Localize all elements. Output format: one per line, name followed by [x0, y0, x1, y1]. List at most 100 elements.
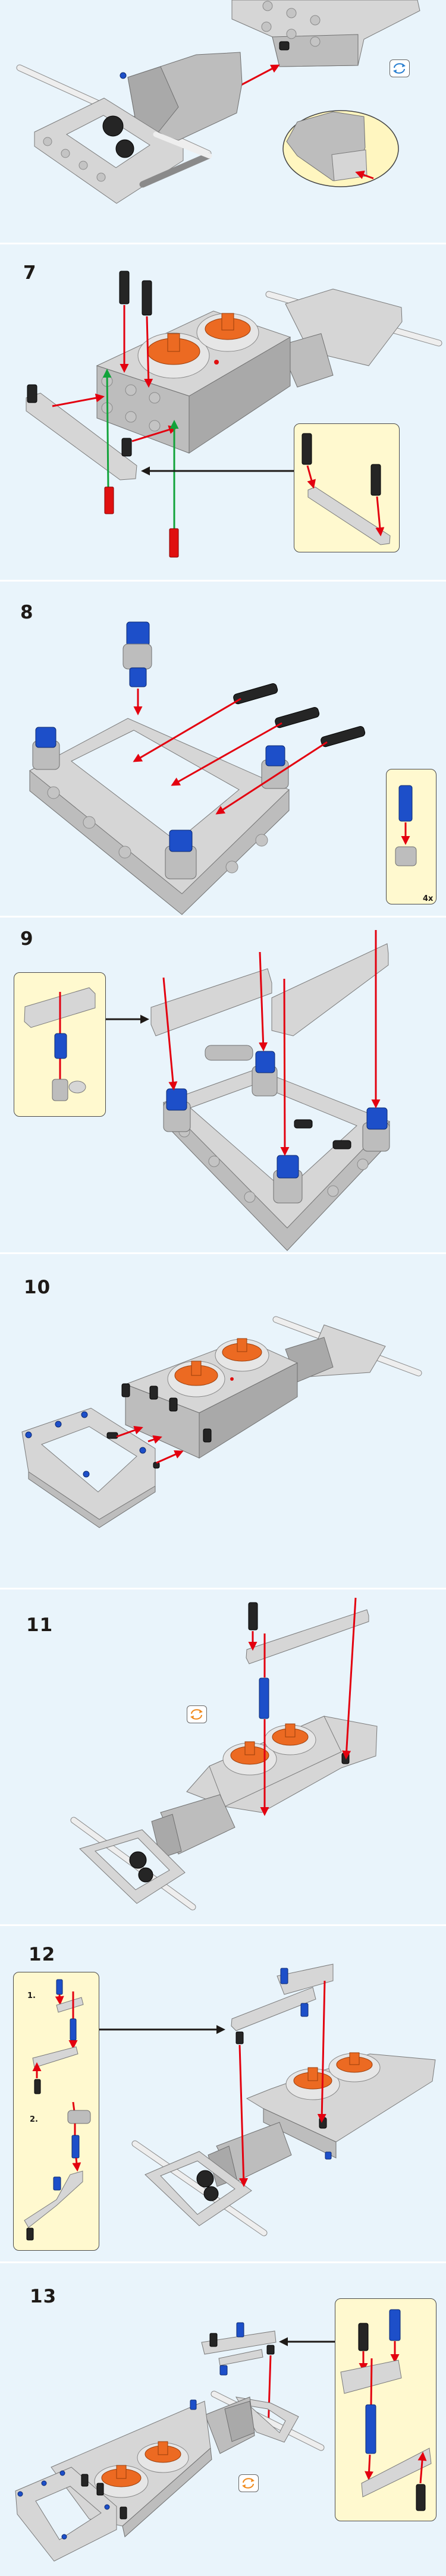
step-9-illustration	[24, 930, 390, 1251]
callout-contents: 1. 2.	[24, 1979, 91, 2241]
step-8-illustration: 4x	[29, 621, 434, 915]
step-10-illustration	[21, 1316, 422, 1528]
step-11-panel: 11	[0, 1588, 446, 1924]
main-assembly	[70, 1716, 378, 1911]
step-6-panel	[0, 0, 446, 243]
gear	[138, 1867, 153, 1883]
red-pin	[104, 486, 114, 514]
cross-block	[205, 1045, 253, 1061]
insert-arrow	[238, 2044, 249, 2187]
blue-pin	[259, 1677, 269, 1719]
insert-arrow	[317, 1980, 326, 2123]
insert-arrow	[259, 951, 268, 1051]
hub	[121, 1338, 299, 1459]
step-7-illustration	[26, 271, 442, 558]
callout-contents: 4x	[395, 785, 434, 903]
quantity-label: 4x	[423, 894, 434, 903]
bushing-with-blue-pin	[362, 1107, 390, 1152]
falling-bushing-pin	[123, 621, 152, 687]
substep-label: 2.	[30, 2115, 38, 2124]
step-9-panel: 9	[0, 916, 446, 1252]
blue-pin	[120, 72, 127, 79]
beam	[246, 1609, 369, 1664]
step-number: 13	[30, 2286, 57, 2307]
insert-arrow	[133, 698, 241, 762]
step-13-illustration	[15, 2309, 432, 2562]
step-number: 9	[20, 928, 34, 950]
insert-arrow	[131, 425, 178, 442]
rotate-icon	[390, 59, 410, 77]
step-12-illustration: 1. 2.	[24, 1964, 436, 2241]
beam	[150, 968, 272, 1036]
gear	[102, 115, 124, 137]
insert-arrow	[162, 977, 178, 1091]
step-number: 11	[26, 1614, 54, 1636]
frame	[79, 1829, 186, 1904]
insert-arrow	[147, 1435, 162, 1444]
gear	[129, 1851, 147, 1869]
left-beam	[26, 384, 137, 480]
bushing-with-blue-pin	[261, 745, 289, 789]
right-frame-assembly	[272, 1316, 422, 1383]
beam	[271, 943, 389, 1036]
detail-magnifier	[282, 110, 399, 187]
callout-contents	[24, 987, 96, 1101]
black-pin	[275, 707, 320, 728]
step-6-illustration	[16, 0, 420, 204]
insert-arrow	[52, 393, 105, 407]
black-pin	[142, 280, 152, 316]
bushing-with-blue-pin	[163, 1088, 191, 1132]
insert-arrow	[342, 1597, 357, 1760]
insert-arrow	[144, 316, 153, 388]
black-pin	[203, 1428, 212, 1443]
rotate-icon	[238, 2474, 259, 2492]
step-13-panel: 13	[0, 2261, 446, 2574]
step-number: 8	[20, 602, 34, 623]
step-8-panel: 8 4x	[0, 580, 446, 916]
step-11-illustration	[70, 1597, 378, 1911]
rectangular-frame	[163, 1069, 390, 1251]
black-pin	[279, 41, 290, 51]
black-pin	[149, 1386, 158, 1400]
black-pin	[121, 1383, 130, 1397]
substep-label: 1.	[27, 1991, 36, 2000]
bushing-with-blue-pin	[252, 1051, 278, 1097]
black-pin	[248, 1602, 258, 1631]
step-12-panel: 12 1. 2.	[0, 1924, 446, 2261]
black-pin	[233, 683, 278, 705]
square-frame	[29, 718, 290, 915]
motor-frame-assembly	[16, 52, 243, 204]
callout-contents	[340, 2309, 432, 2511]
rotate-icon	[187, 1705, 207, 1723]
black-pin	[121, 438, 132, 457]
frame	[15, 2467, 117, 2562]
gear	[203, 2186, 219, 2201]
step-10-panel: 10	[0, 1252, 446, 1588]
insert-arrow	[116, 1425, 143, 1438]
step-7-panel: 7	[0, 243, 446, 580]
insert-arrow	[215, 741, 328, 815]
black-pin	[119, 271, 130, 304]
square-frame-assembly	[21, 1408, 160, 1528]
black-pin	[27, 384, 37, 403]
beam-assembly	[231, 1964, 334, 2044]
insert-arrow	[156, 1450, 184, 1464]
black-pin	[169, 1397, 178, 1412]
hub	[96, 310, 291, 454]
main-assembly	[131, 2052, 436, 2236]
insert-arrow	[280, 978, 290, 1156]
frame	[145, 2151, 252, 2226]
bushing-with-blue-pin	[273, 1155, 303, 1204]
right-frame-assembly	[265, 288, 442, 388]
black-pin	[321, 726, 366, 747]
callout-contents	[301, 433, 391, 545]
hub-underside-assembly	[231, 0, 420, 67]
beam-assembly	[201, 2322, 277, 2376]
gear	[196, 2170, 214, 2188]
bushing-with-blue-pin	[165, 830, 197, 879]
insert-arrow	[355, 170, 374, 180]
main-assembly	[15, 2390, 325, 2562]
insert-arrow	[171, 722, 282, 786]
red-pin	[169, 528, 179, 558]
step-number: 7	[23, 262, 37, 284]
